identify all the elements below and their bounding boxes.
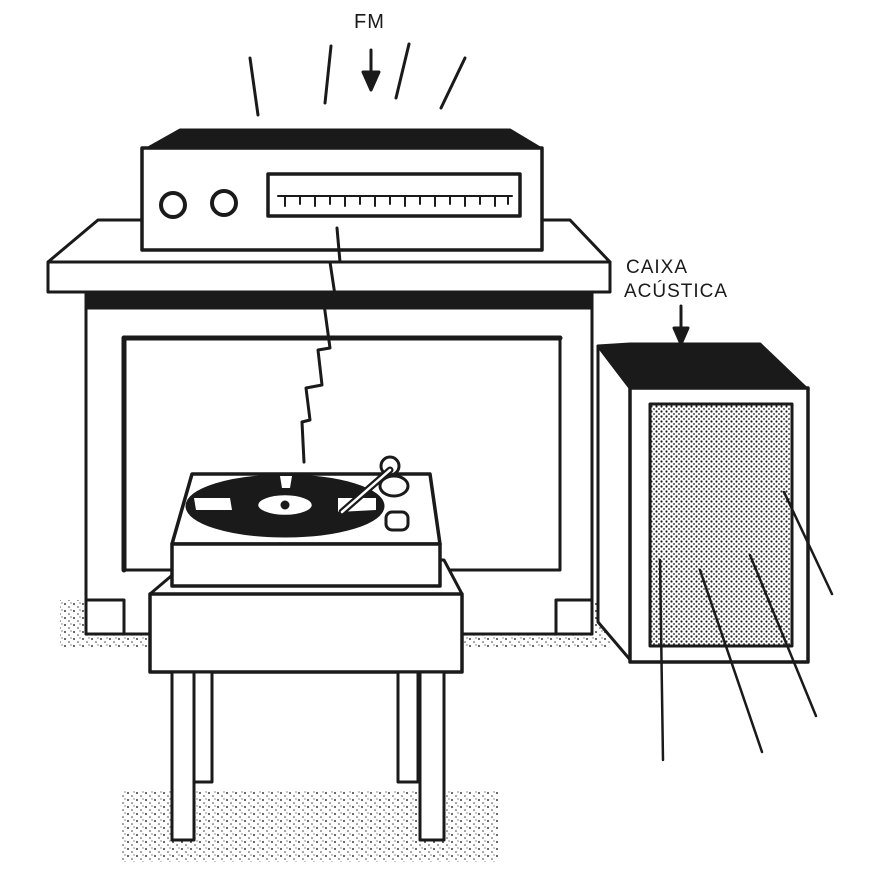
tuner-dial-window xyxy=(266,172,522,218)
speaker-label-arrow xyxy=(672,304,690,346)
speaker-cabinet xyxy=(596,342,810,664)
speaker-grille xyxy=(648,402,794,648)
tuner-cable xyxy=(300,226,342,464)
fm-tuner xyxy=(140,128,544,252)
speaker-label-line1: CAIXA xyxy=(626,257,689,278)
tuner-dial-scale xyxy=(277,195,513,207)
fm-arrow xyxy=(361,48,381,92)
turntable-knob-icon xyxy=(384,510,410,532)
radio-wave-lines xyxy=(248,42,467,117)
fm-label: FM xyxy=(354,11,385,33)
turntable xyxy=(170,455,442,588)
speaker-label-line2: ACÚSTICA xyxy=(624,281,729,302)
tonearm xyxy=(338,455,410,516)
sound-lines xyxy=(658,490,834,762)
tuner-knob-left-icon xyxy=(159,191,187,219)
tuner-knob-right-icon xyxy=(210,189,238,217)
